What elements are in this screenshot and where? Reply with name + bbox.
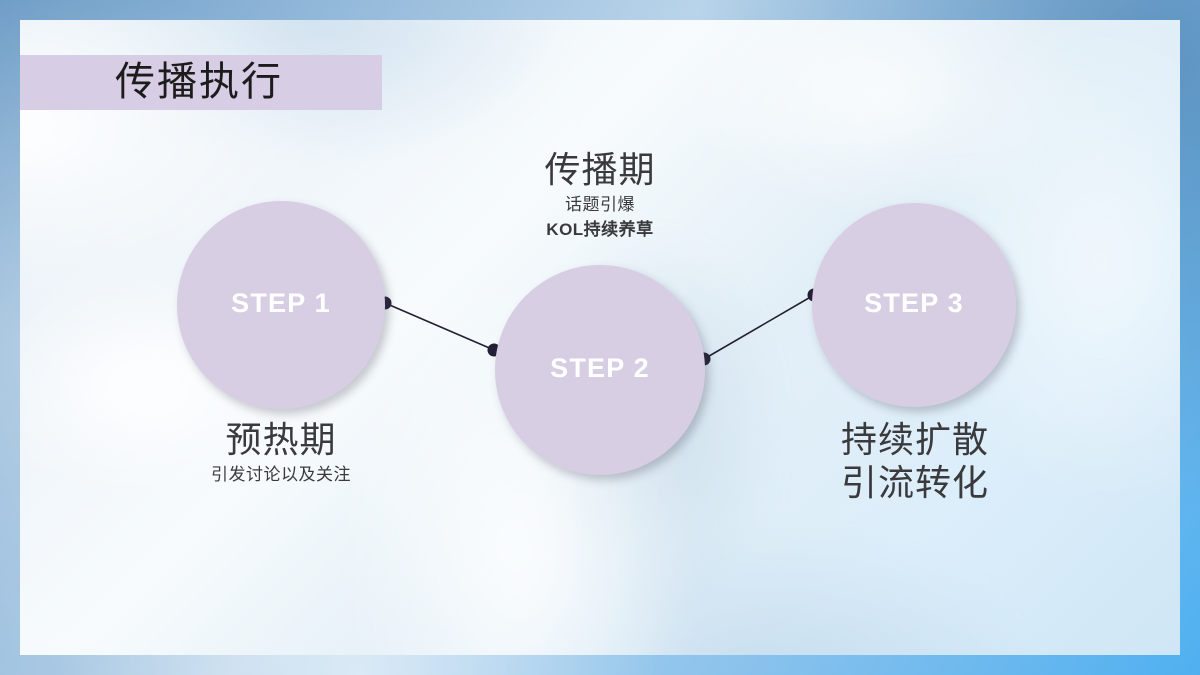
step-1-subline-1: 引发讨论以及关注 (211, 465, 351, 484)
step-1-badge-label: STEP 1 (231, 287, 331, 318)
step-2-subline-2: KOL持续养草 (546, 220, 654, 239)
step-3-caption: 持续扩散 引流转化 (740, 418, 1090, 504)
step-circle-3[interactable]: STEP 3 (812, 203, 1016, 407)
step-2-caption: 传播期 话题引爆 KOL持续养草 (425, 148, 775, 242)
step-3-badge-label: STEP 3 (864, 287, 964, 318)
step-circle-1[interactable]: STEP 1 (177, 201, 385, 409)
step-circle-2[interactable]: STEP 2 (495, 265, 705, 475)
step-1-caption: 预热期 引发讨论以及关注 (106, 418, 456, 487)
step-2-heading: 传播期 (544, 149, 656, 190)
step-2-badge-label: STEP 2 (550, 352, 650, 383)
title-band (20, 55, 382, 110)
step-1-heading: 预热期 (225, 419, 337, 460)
step-3-heading: 持续扩散 (840, 419, 989, 460)
step-2-subline-1: 话题引爆 (565, 195, 635, 214)
step-3-heading-line2: 引流转化 (840, 462, 989, 503)
page-title: 传播执行 (115, 60, 283, 104)
